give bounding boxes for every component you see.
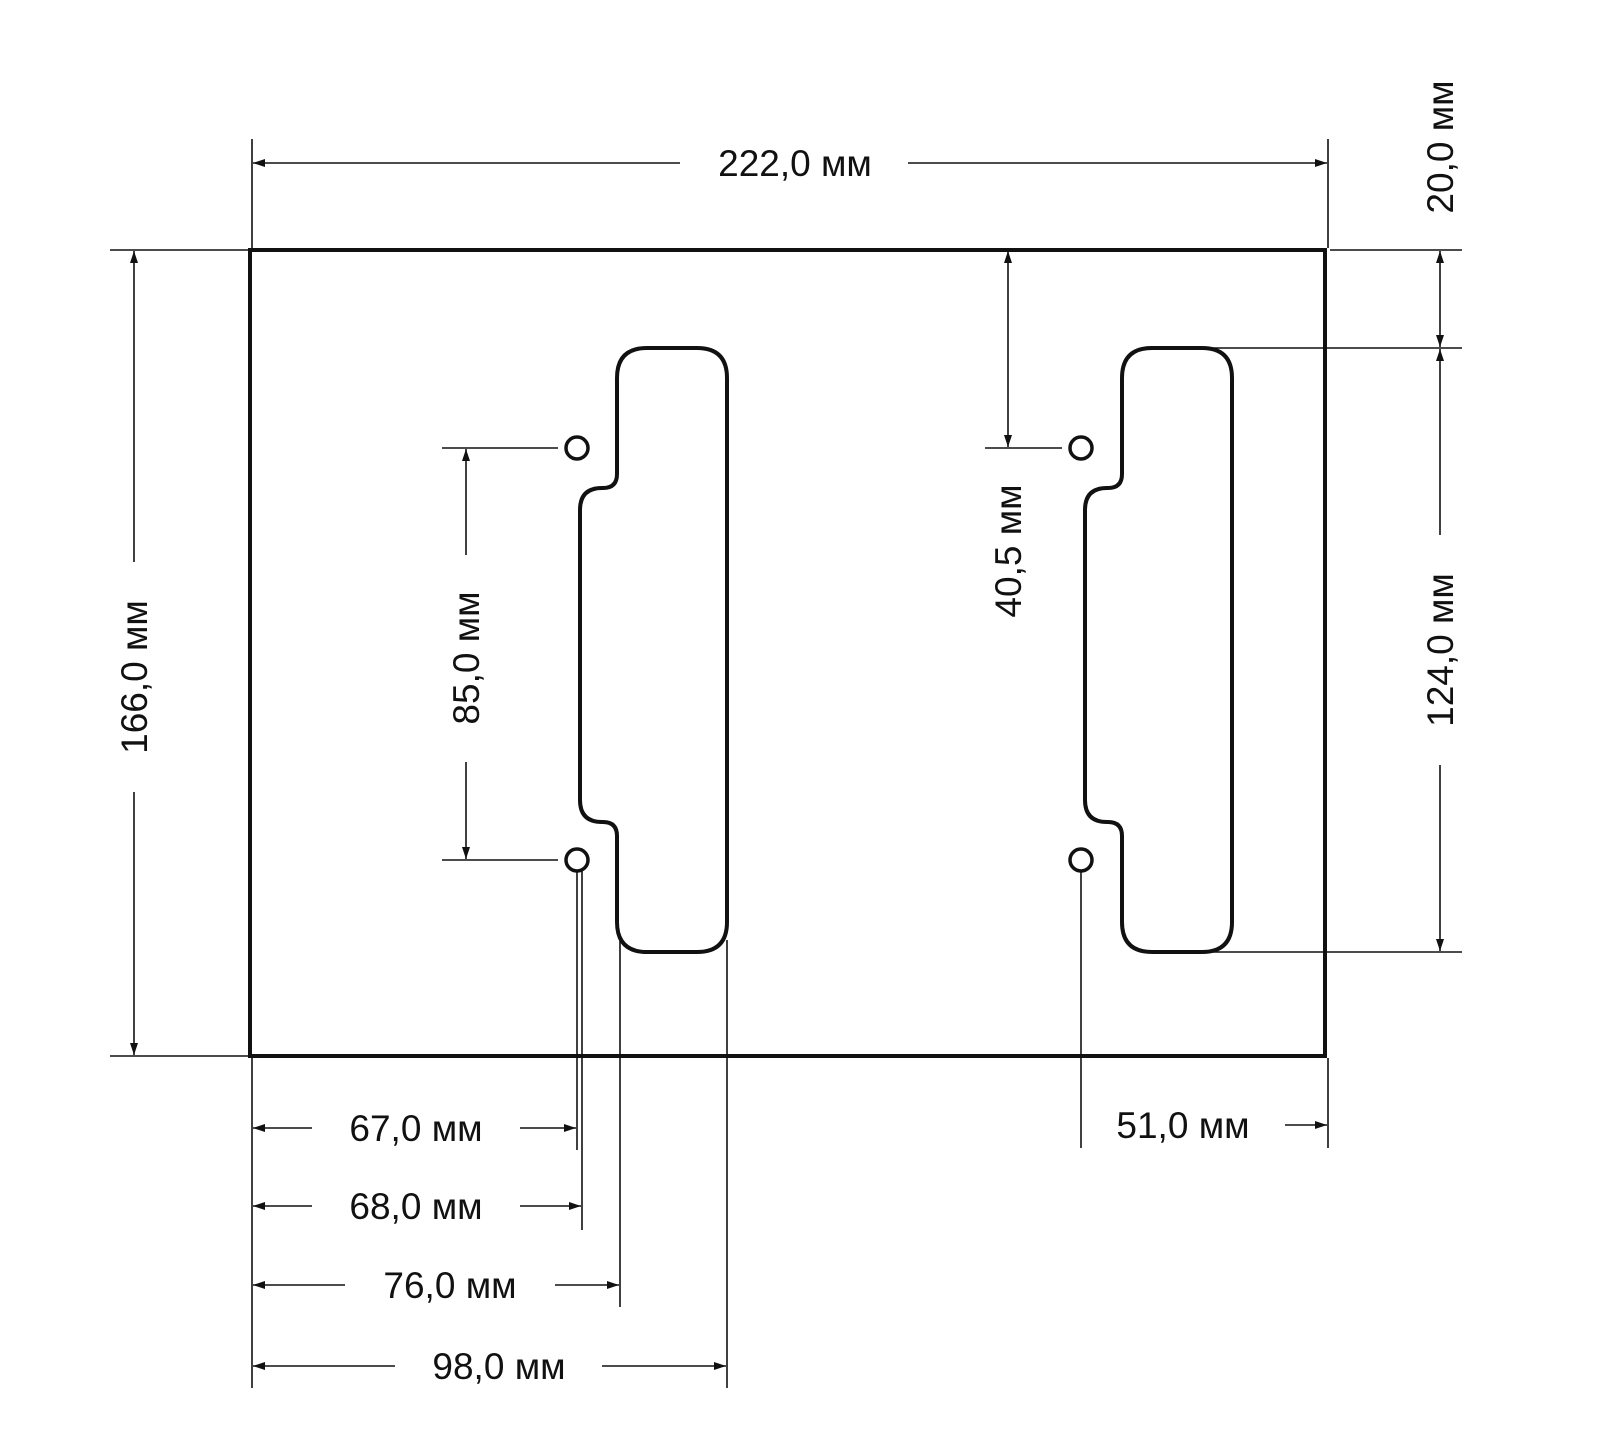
dim-hole-to-top-label: 40,5 мм — [988, 484, 1029, 617]
dim-height-label: 166,0 мм — [114, 600, 155, 754]
hole-right-bottom — [1068, 847, 1094, 873]
dim-hole-left-x2-label: 68,0 мм — [349, 1186, 482, 1227]
dim-slot-left-x-label: 76,0 мм — [383, 1265, 516, 1306]
dim-hole-left-x: 67,0 мм — [253, 1108, 576, 1149]
dim-hole-left-x2: 68,0 мм — [253, 1186, 581, 1227]
plate-outline — [248, 248, 1327, 1058]
dim-hole-spacing: 85,0 мм — [442, 447, 558, 861]
hole-right-top — [1068, 435, 1094, 461]
dim-hole-to-top: 40,5 мм — [985, 251, 1062, 618]
left-slot-cutout — [578, 346, 729, 954]
hole-left-bottom — [564, 847, 590, 873]
hole-left-top — [564, 435, 590, 461]
dim-hole-right-from-edge-label: 51,0 мм — [1116, 1105, 1249, 1146]
dim-hole-right-from-edge: 51,0 мм — [1116, 1105, 1327, 1146]
dim-slot-length: 124,0 мм — [1205, 349, 1462, 953]
dim-slot-left-x: 76,0 мм — [253, 1265, 619, 1306]
right-slot-cutout — [1083, 346, 1234, 954]
dim-slot-right-x-label: 98,0 мм — [432, 1346, 565, 1387]
dim-width-label: 222,0 мм — [718, 143, 872, 184]
dim-top-offset: 20,0 мм — [1205, 80, 1462, 349]
dim-width: 222,0 мм — [251, 139, 1329, 248]
dim-height: 166,0 мм — [110, 249, 248, 1057]
dim-hole-spacing-label: 85,0 мм — [446, 591, 487, 724]
dim-top-offset-label: 20,0 мм — [1420, 80, 1461, 213]
dim-slot-length-label: 124,0 мм — [1420, 573, 1461, 727]
dim-hole-left-x-label: 67,0 мм — [349, 1108, 482, 1149]
dim-slot-right-x: 98,0 мм — [253, 1346, 726, 1387]
